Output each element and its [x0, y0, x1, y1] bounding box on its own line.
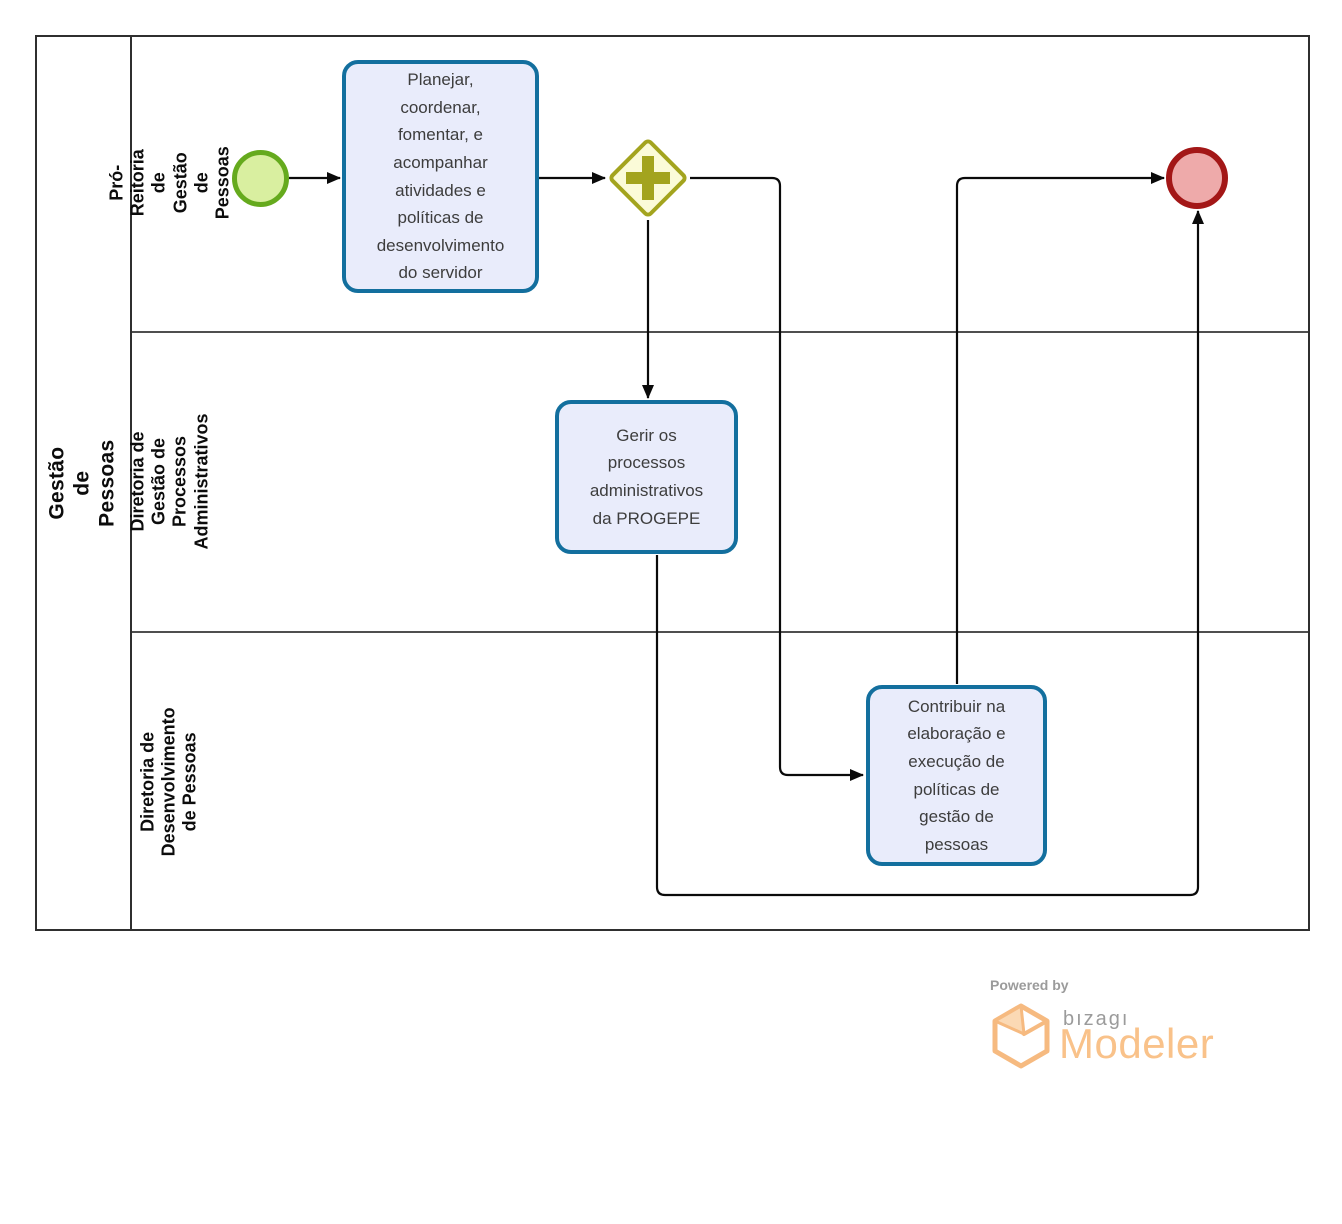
start-event[interactable]	[232, 150, 289, 207]
task-planejar-label: Planejar, coordenar, fomentar, e acompan…	[376, 70, 505, 283]
lane-divider-2	[132, 631, 1308, 633]
task-contribuir-label: Contribuir na elaboração e execução de p…	[907, 696, 1006, 854]
lane-divider-1	[132, 331, 1308, 333]
task-gerir-processos[interactable]: Gerir os processos administrativos da PR…	[555, 400, 738, 554]
parallel-gateway-plus-icon	[626, 156, 670, 200]
powered-by-text: Powered by	[990, 977, 1069, 993]
modeler-wordmark: Modeler	[1059, 1020, 1215, 1067]
bizagi-hexagon-icon	[992, 1003, 1050, 1069]
pool-title-divider	[130, 35, 132, 931]
pool-gestao-de-pessoas	[35, 35, 1310, 931]
task-contribuir-politicas[interactable]: Contribuir na elaboração e execução de p…	[866, 685, 1047, 866]
end-event[interactable]	[1166, 147, 1228, 209]
task-planejar-coordenar[interactable]: Planejar, coordenar, fomentar, e acompan…	[342, 60, 539, 293]
bizagi-wordmark: bızagı	[1063, 1008, 1130, 1030]
task-gerir-label: Gerir os processos administrativos da PR…	[589, 425, 704, 528]
